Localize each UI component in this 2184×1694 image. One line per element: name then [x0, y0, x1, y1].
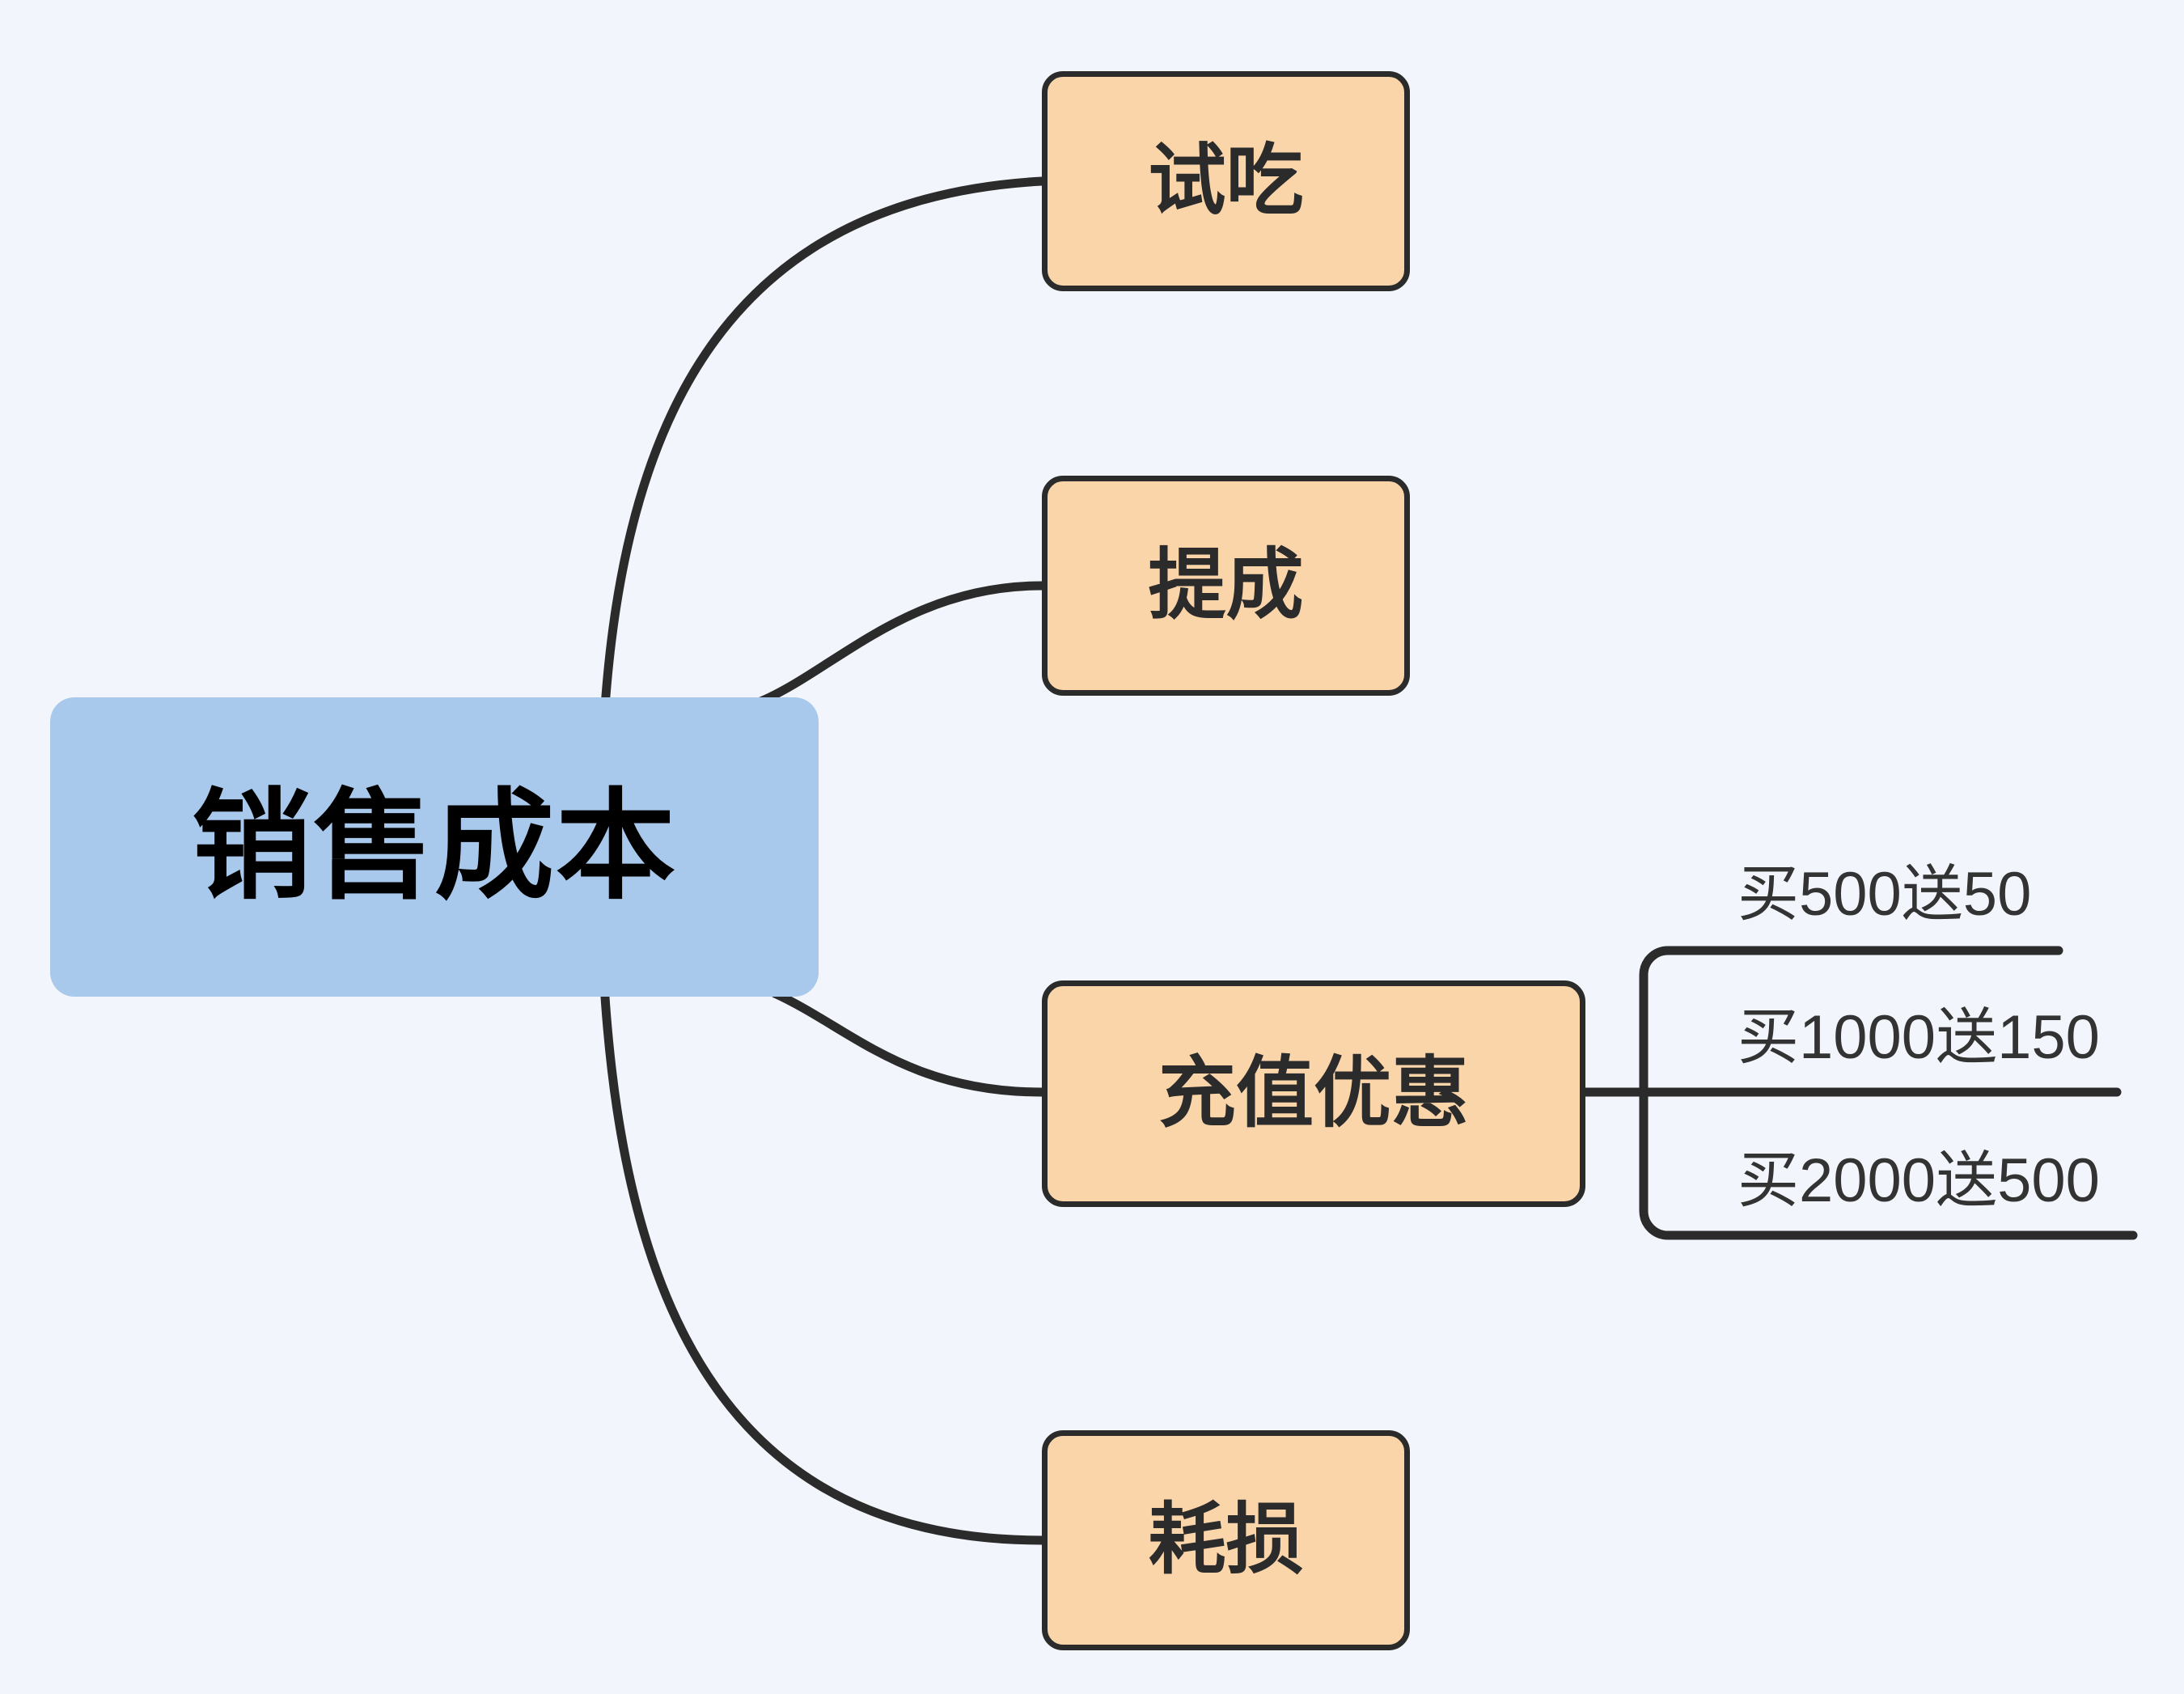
sub-item-buy2000[interactable]: 买2000送500 [1737, 1146, 2100, 1215]
branch-node-ticheng[interactable]: 提成 [1042, 476, 1410, 696]
edge-subitem-1-underline [1639, 946, 2063, 1097]
branch-node-haosun[interactable]: 耗损 [1042, 1430, 1410, 1650]
sub-item-buy1000[interactable]: 买1000送150 [1737, 1003, 2100, 1072]
edge-root-to-chongzhi [770, 989, 1047, 1097]
branch-node-shichi[interactable]: 试吃 [1042, 71, 1410, 291]
root-node[interactable]: 销售成本 [50, 697, 819, 997]
sub-item-buy500[interactable]: 买500送50 [1737, 860, 2032, 929]
branch-node-label: 耗损 [1148, 1497, 1304, 1583]
branch-node-chongzhi[interactable]: 充值优惠 [1042, 980, 1585, 1207]
branch-node-label: 提成 [1148, 542, 1304, 629]
branch-node-label: 试吃 [1148, 138, 1304, 224]
edge-root-to-haosun [595, 841, 1047, 1545]
edge-subitem-3-underline [1639, 1087, 2138, 1240]
root-node-label: 销售成本 [192, 780, 677, 913]
branch-node-label: 充值优惠 [1158, 1050, 1469, 1137]
edge-root-to-ticheng [754, 581, 1047, 707]
